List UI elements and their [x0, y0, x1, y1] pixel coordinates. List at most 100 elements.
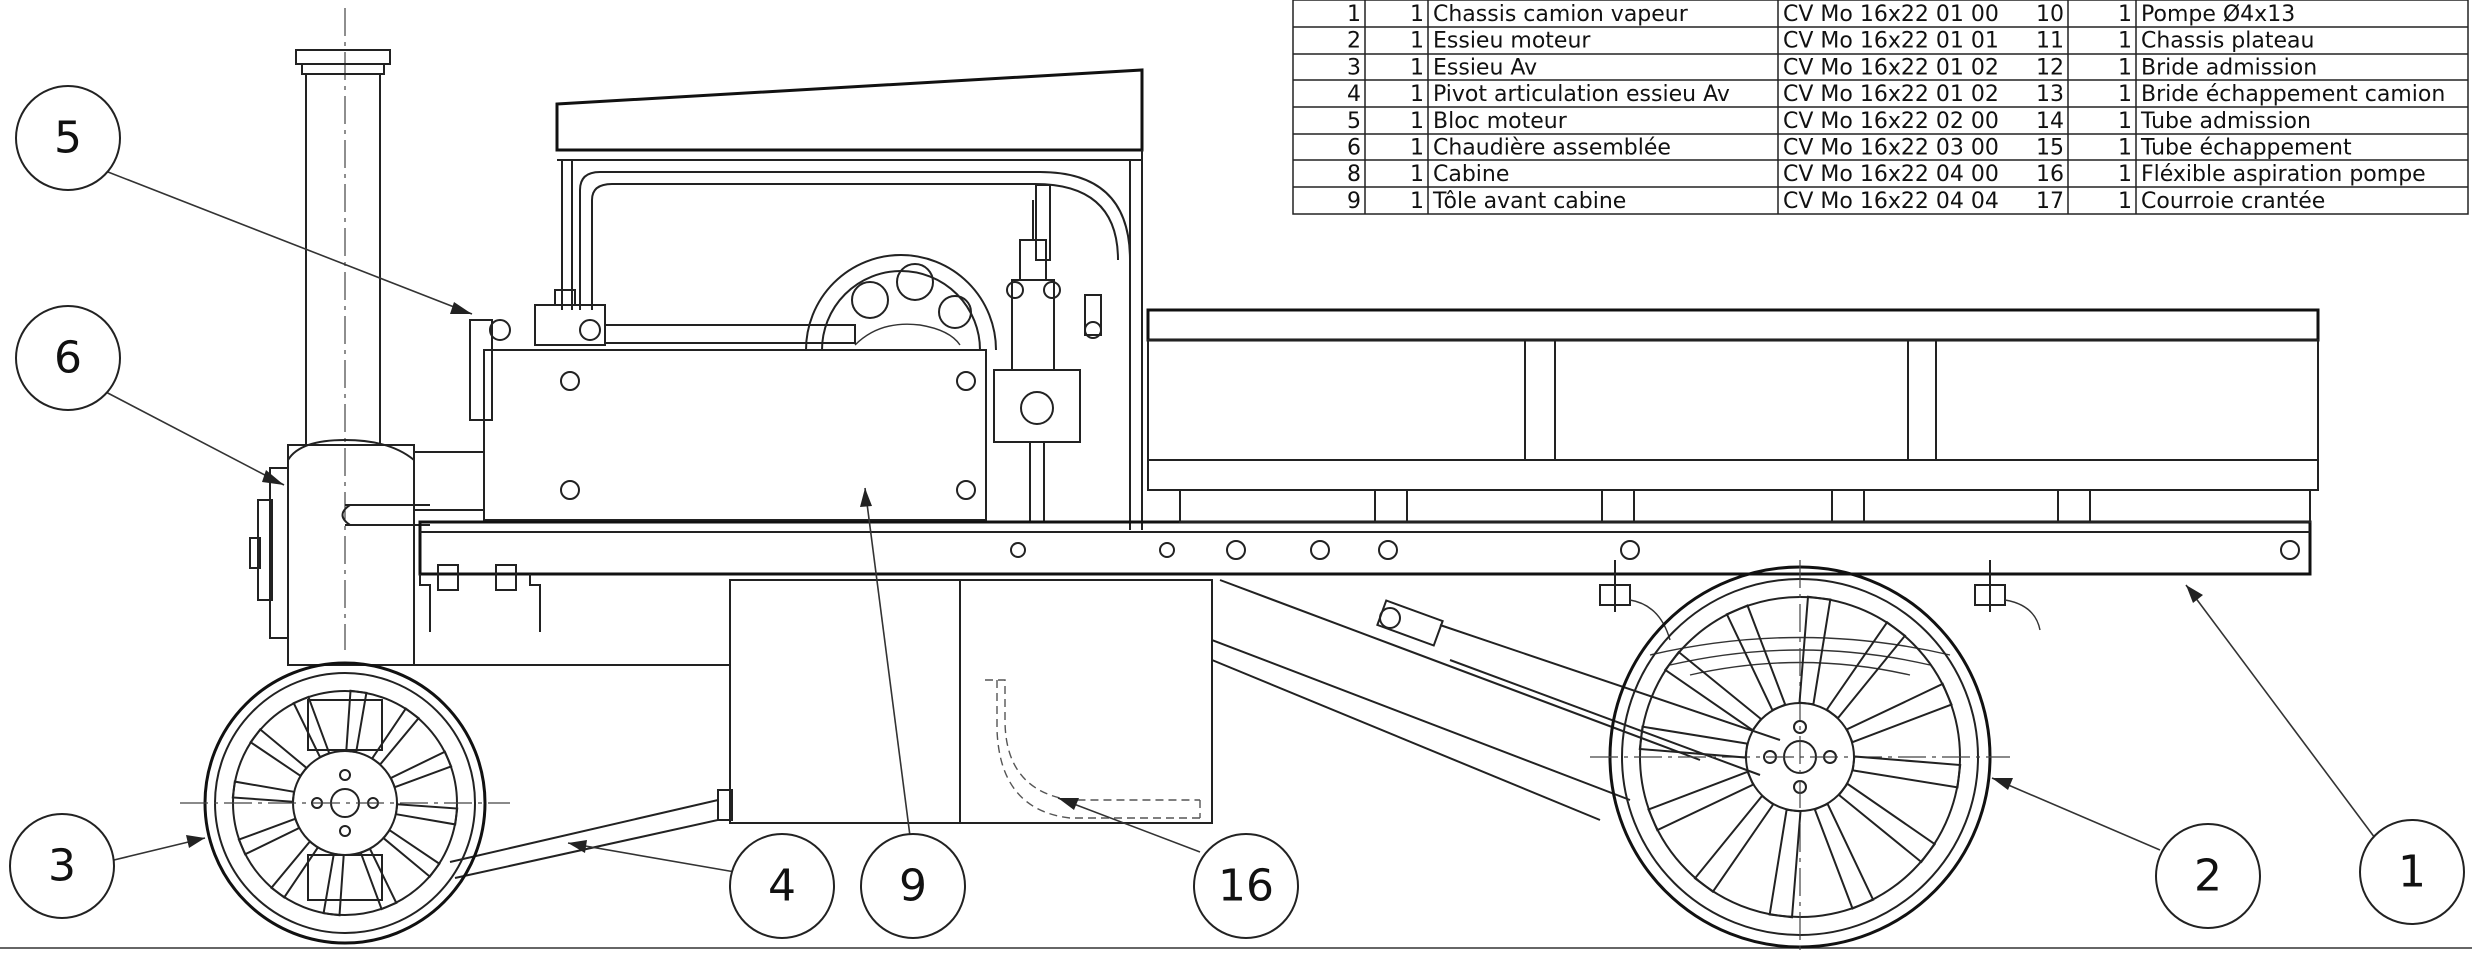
svg-text:3: 3 — [48, 841, 76, 892]
main-frame — [418, 520, 2312, 632]
bom-part-name: Tôle avant cabine — [1432, 189, 1626, 214]
bom-quantity: 1 — [1410, 2, 1424, 27]
bom-item-number: 11 — [2036, 29, 2064, 54]
bom-quantity: 1 — [1410, 55, 1424, 80]
svg-text:16: 16 — [1218, 861, 1274, 912]
wheel-spoke — [1663, 650, 1763, 732]
bom-part-reference: CV Mo 16x22 01 01 — [1783, 29, 1999, 54]
leader-lines — [101, 171, 2379, 873]
cab — [555, 68, 1144, 530]
bom-quantity: 1 — [2118, 55, 2132, 80]
wheel-spoke — [389, 750, 453, 789]
bom-part-name: Fléxible aspiration pompe — [2141, 162, 2426, 187]
callout-balloon: 3 — [9, 813, 115, 919]
callout-balloon: 6 — [15, 305, 121, 411]
bom-quantity: 1 — [2118, 189, 2132, 214]
bom-part-reference: CV Mo 16x22 02 00 — [1783, 109, 1999, 134]
wheel-spoke — [1768, 808, 1802, 919]
svg-text:6: 6 — [54, 333, 82, 384]
wheel-spoke — [231, 780, 296, 803]
callout-balloon: 9 — [860, 833, 966, 939]
bom-item-number: 16 — [2036, 162, 2064, 187]
bom-quantity: 1 — [2118, 162, 2132, 187]
rear-suspension — [1211, 560, 2041, 821]
wheel-spoke — [359, 847, 398, 911]
bom-quantity: 1 — [2118, 82, 2132, 107]
bom-item-number: 4 — [1347, 82, 1361, 107]
bom-item-number: 10 — [2036, 2, 2064, 27]
callout-balloon: 1 — [2359, 819, 2465, 925]
bom-quantity: 1 — [1410, 162, 1424, 187]
bom-quantity: 1 — [2118, 109, 2132, 134]
bom-part-name: Cabine — [1433, 162, 1509, 187]
bom-item-number: 14 — [2036, 109, 2064, 134]
bom-part-reference: CV Mo 16x22 01 02 — [1783, 82, 1999, 107]
bom-item-number: 3 — [1347, 55, 1361, 80]
wheel-spoke — [1638, 725, 1749, 759]
bom-item-number: 15 — [2036, 136, 2064, 161]
wheel-spoke — [394, 803, 459, 826]
boiler-assembly — [249, 8, 485, 666]
bom-part-name: Bride admission — [2141, 55, 2317, 80]
bom-quantity: 1 — [2118, 136, 2132, 161]
bom-quantity: 1 — [1410, 136, 1424, 161]
bom-part-name: Pompe Ø4x13 — [2141, 2, 2295, 27]
svg-text:9: 9 — [899, 861, 927, 912]
bom-part-name: Tube admission — [2140, 109, 2311, 134]
engine-block — [469, 200, 1102, 523]
wheel-spoke — [322, 852, 345, 917]
water-tank — [717, 579, 1213, 824]
wheel-spoke — [1725, 604, 1787, 712]
bom-part-name: Essieu Av — [1433, 55, 1537, 80]
bom-item-number: 12 — [2036, 55, 2064, 80]
bom-part-name: Essieu moteur — [1433, 29, 1591, 54]
wheel-spoke — [1798, 595, 1832, 706]
bom-part-name: Chaudière assemblée — [1433, 136, 1671, 161]
wheel-spoke — [1837, 782, 1937, 864]
svg-text:4: 4 — [768, 861, 796, 912]
bom-part-name: Chassis camion vapeur — [1433, 2, 1689, 27]
bom-item-number: 6 — [1347, 136, 1361, 161]
flatbed — [1146, 308, 2320, 523]
wheel-spoke — [1813, 802, 1875, 910]
wheel-spoke — [1647, 770, 1755, 832]
bom-part-name: Pivot articulation essieu Av — [1433, 82, 1730, 107]
bom-part-name: Bride échappement camion — [2141, 82, 2445, 107]
bom-item-number: 13 — [2036, 82, 2064, 107]
bom-item-number: 2 — [1347, 29, 1361, 54]
bom-part-name: Tube échappement — [2140, 136, 2352, 161]
bom-item-number: 9 — [1347, 189, 1361, 214]
bom-quantity: 1 — [1410, 109, 1424, 134]
wheel-spoke — [292, 695, 331, 759]
rear-wheel — [1590, 560, 2010, 950]
wheel-spoke — [370, 707, 421, 766]
wheel-spoke — [382, 828, 441, 879]
bom-quantity: 1 — [2118, 2, 2132, 27]
svg-text:1: 1 — [2398, 847, 2426, 898]
bom-quantity: 1 — [1410, 82, 1424, 107]
callout-balloon: 2 — [2155, 823, 2261, 929]
bom-part-reference: CV Mo 16x22 01 00 — [1783, 2, 1999, 27]
front-axle-link — [414, 664, 730, 879]
bom-item-number: 5 — [1347, 109, 1361, 134]
bom-quantity: 1 — [2118, 29, 2132, 54]
bom-part-name: Chassis plateau — [2141, 29, 2314, 54]
wheel-spoke — [237, 817, 301, 856]
svg-text:5: 5 — [54, 113, 82, 164]
bom-part-name: Bloc moteur — [1433, 109, 1568, 134]
callout-balloons: 5 6 3 4 9 16 2 1 — [9, 85, 2465, 939]
bom-part-reference: CV Mo 16x22 04 00 — [1783, 162, 1999, 187]
bom-quantity: 1 — [1410, 29, 1424, 54]
wheel-spoke — [249, 727, 308, 778]
callout-balloon: 16 — [1193, 833, 1299, 939]
wheel-spoke — [1693, 794, 1775, 894]
bom-item-number: 1 — [1347, 2, 1361, 27]
wheel-spoke — [269, 840, 320, 899]
wheel-spoke — [1845, 682, 1953, 744]
bom-item-number: 17 — [2036, 189, 2064, 214]
bom-quantity: 1 — [1410, 189, 1424, 214]
